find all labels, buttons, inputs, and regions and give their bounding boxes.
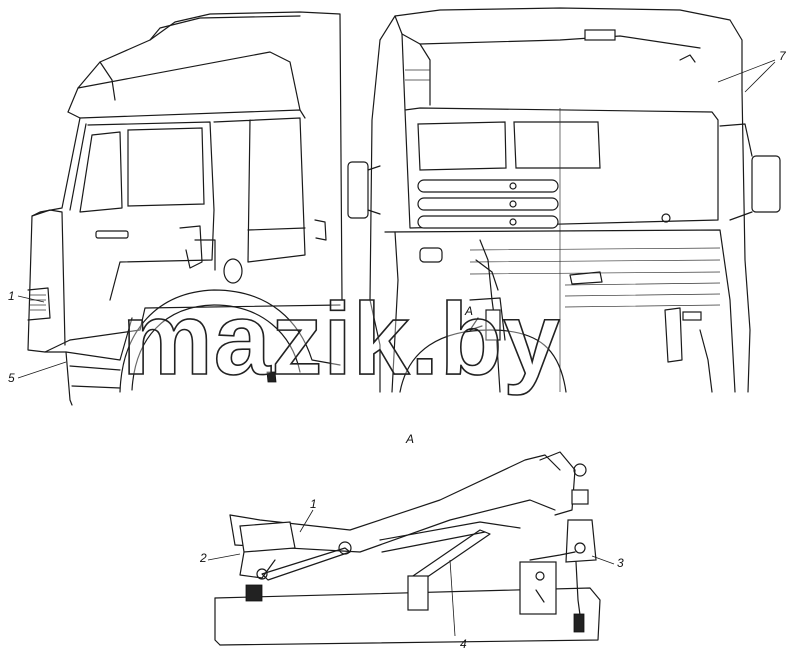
callout-line-1: [17, 295, 45, 303]
label-5: 5: [8, 371, 15, 385]
label-7: 7: [779, 49, 787, 63]
cab-side-view: [27, 11, 343, 406]
label-4: 4: [460, 637, 467, 651]
cab-front-view: [347, 7, 781, 393]
callout-line-5: [17, 361, 67, 379]
label-1-top: 1: [8, 289, 15, 303]
label-view-a: A: [405, 432, 414, 446]
detail-view-a: [207, 451, 615, 646]
label-1-bottom: 1: [310, 497, 317, 511]
label-arrow-a: A: [464, 304, 473, 318]
label-3: 3: [617, 556, 624, 570]
watermark-text: mazik.by: [122, 282, 561, 396]
label-2: 2: [199, 551, 207, 565]
